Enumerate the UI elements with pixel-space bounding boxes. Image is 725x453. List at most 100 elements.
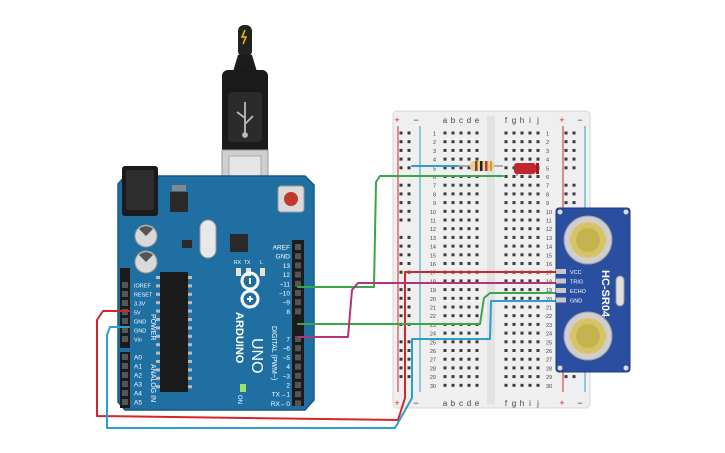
wire-pin12-led (297, 175, 504, 288)
power-label: POWER (149, 314, 156, 340)
wire-pin13-echo (297, 282, 557, 338)
breadboard-col-label: b (451, 116, 456, 125)
digital-pin-label: 4 (286, 364, 290, 371)
breadboard-row-label: 2 (546, 140, 549, 146)
breadboard-row-label: 13 (430, 236, 436, 242)
digital-pin-label: 13 (283, 263, 291, 270)
breadboard-row-label: 6 (546, 175, 549, 181)
analog-pin-hole (122, 372, 128, 378)
digital-pin-hole (295, 391, 301, 398)
power-pin-hole (122, 300, 128, 306)
breadboard-col-label: f (505, 399, 508, 408)
breadboard-row-label: 8 (433, 192, 436, 198)
breadboard-col-label: h (520, 399, 524, 408)
led-label-l: L (260, 260, 263, 266)
breadboard-row-label: 19 (430, 288, 436, 294)
digital-pin-label: ~10 (279, 291, 290, 298)
breadboard-col-label: a (443, 399, 448, 408)
power-pin-hole (122, 318, 128, 324)
digital-pin-hole (295, 336, 301, 342)
power-pin-hole (122, 282, 128, 288)
breadboard-row-label: 16 (546, 262, 552, 268)
digital-pin-hole (295, 253, 301, 260)
digital-pin-hole (295, 262, 301, 269)
breadboard-row-label: 21 (430, 306, 436, 312)
led-label-tx: TX (244, 260, 251, 266)
red-led (514, 163, 539, 176)
analog-pin-label: A4 (134, 391, 142, 398)
power-pin-label: 3.3V (134, 302, 146, 308)
sensor-name: HC-SR04 (599, 270, 611, 318)
digital-pin-label: TX→1 (272, 392, 291, 399)
breadboard-row-label: 19 (546, 288, 552, 294)
rail-plus-right: + (559, 115, 564, 125)
breadboard-row-label: 13 (546, 236, 552, 242)
reset-button[interactable] (277, 185, 305, 213)
sensor-crystal (615, 275, 625, 307)
breadboard-row-label: 3 (546, 149, 549, 155)
rail-minus-right: − (577, 115, 582, 125)
breadboard-row-label: 12 (546, 227, 552, 233)
digital-pin-label: 12 (283, 272, 291, 279)
digital-pin-label: 2 (286, 383, 290, 390)
breadboard-col-label: e (475, 116, 480, 125)
analog-pin-label: A2 (134, 373, 142, 380)
breadboard-row-label: 5 (546, 166, 549, 172)
on-label: ON (236, 395, 242, 404)
analog-pin-label: A1 (134, 364, 142, 371)
rail-plus-left: + (394, 115, 399, 125)
digital-pin-hole (295, 308, 301, 315)
breadboard-row-label: 29 (546, 375, 552, 381)
breadboard-row-label: 26 (546, 349, 552, 355)
power-header (120, 268, 130, 408)
breadboard-row-label: 9 (546, 201, 549, 207)
breadboard-row-label: 15 (430, 253, 436, 259)
breadboard-col-label: g (512, 399, 516, 408)
breadboard-row-label: 25 (430, 340, 436, 346)
breadboard-row-label: 9 (433, 201, 436, 207)
breadboard-col-label: j (536, 116, 539, 125)
breadboard-row-label: 28 (546, 366, 552, 372)
analog-pin-label: A5 (134, 400, 142, 407)
breadboard-col-label: c (459, 116, 463, 125)
rail-minus-left-bottom: − (413, 398, 418, 408)
breadboard-row-label: 7 (433, 184, 436, 190)
breadboard-row-label: 26 (430, 349, 436, 355)
power-pin-label: RESET (134, 293, 153, 299)
breadboard-col-label: b (451, 399, 456, 408)
analog-pin-label: A0 (134, 355, 142, 362)
digital-pin-label: ~11 (279, 281, 290, 288)
crystal-oscillator (199, 219, 217, 259)
breadboard-col-label: j (536, 399, 539, 408)
breadboard-col-label: d (467, 116, 471, 125)
breadboard-row-label: 8 (546, 192, 549, 198)
breadboard-row-label: 24 (546, 332, 552, 338)
voltage-regulator (170, 192, 188, 212)
resistor (458, 161, 503, 171)
power-pin-hole (122, 327, 128, 333)
digital-pin-hole (295, 299, 301, 306)
power-led (240, 384, 246, 392)
capacitor (134, 250, 158, 274)
breadboard-row-label: 30 (546, 384, 552, 390)
breadboard-row-label: 25 (546, 340, 552, 346)
breadboard-row-label: 16 (430, 262, 436, 268)
power-pin-label: IOREF (134, 284, 151, 290)
sensor-pin (556, 269, 566, 274)
digital-pin-hole (295, 363, 301, 370)
sensor-pin (556, 288, 566, 293)
digital-pin-label: ~5 (283, 355, 291, 362)
digital-pin-hole (295, 382, 301, 388)
power-pin-label: Vin (134, 338, 142, 344)
breadboard-row-label: 30 (430, 384, 436, 390)
breadboard-row-label: 4 (433, 158, 436, 164)
arduino-model-label: UNO (248, 338, 265, 374)
power-pin-label: GND (134, 320, 146, 326)
breadboard-row-label: 11 (430, 219, 436, 225)
breadboard-row-label: 1 (546, 132, 549, 138)
rail-plus-right-bottom: + (559, 398, 564, 408)
digital-label: DIGITAL (PWM~) (270, 326, 277, 380)
breadboard-col-label: h (520, 116, 524, 125)
digital-pin-label: ~3 (283, 373, 291, 380)
